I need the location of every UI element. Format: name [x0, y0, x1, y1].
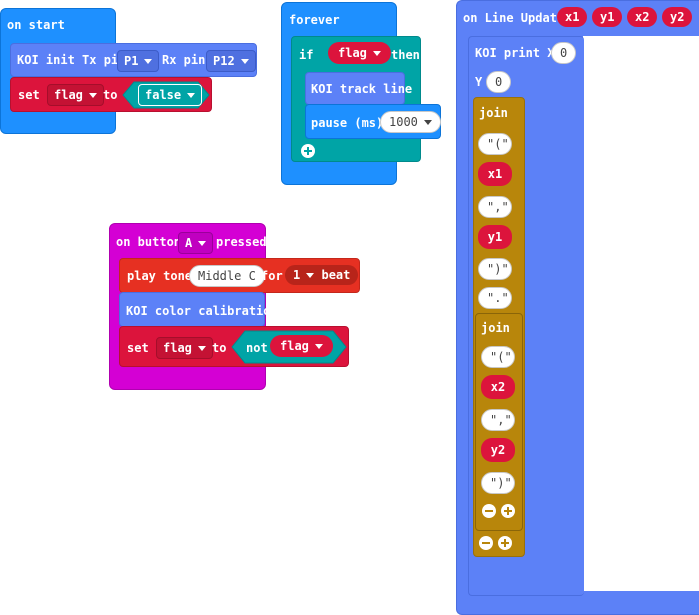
koi-color-calibration-block[interactable]: KOI color calibration: [119, 292, 278, 327]
join-label: join: [479, 106, 508, 120]
koi-init-block[interactable]: KOI init Tx pin P1 Rx pin P12: [10, 43, 257, 77]
on-button-label: on button: [116, 235, 182, 249]
y-label: Y: [475, 75, 483, 89]
chevron-down-icon: [372, 51, 381, 56]
chevron-down-icon: [187, 93, 196, 98]
set-flag-not-block[interactable]: set flag to not flag: [119, 326, 349, 367]
flag-reporter[interactable]: flag: [270, 335, 333, 357]
koi-init-label: KOI init Tx pin: [17, 53, 126, 67]
on-line-update-label: on Line Update: [463, 11, 565, 25]
koi-print-label: KOI print X: [475, 46, 555, 60]
pause-block[interactable]: pause (ms) 1000: [305, 104, 441, 139]
param-y1[interactable]: y1: [592, 7, 623, 27]
add-item-icon[interactable]: [498, 536, 512, 550]
chevron-down-icon: [306, 273, 315, 278]
join-item-x1[interactable]: x1: [478, 162, 512, 186]
join-item-x2[interactable]: x2: [481, 375, 515, 399]
param-x1[interactable]: x1: [557, 7, 588, 27]
koi-track-line-block[interactable]: KOI track line: [305, 72, 412, 105]
pause-label: pause (ms): [311, 116, 384, 130]
join-item-period[interactable]: ".": [478, 287, 512, 309]
pause-ms-dropdown[interactable]: 1000: [380, 111, 441, 133]
set-flag-block[interactable]: set flag to false: [10, 77, 212, 112]
join-item-open-paren[interactable]: "(": [481, 346, 515, 368]
y-value-input[interactable]: 0: [486, 71, 512, 93]
set-label: set: [127, 341, 149, 355]
rx-pin-label: Rx pin: [162, 53, 206, 67]
chevron-down-icon: [198, 241, 207, 246]
add-item-icon[interactable]: [501, 504, 515, 518]
param-x2[interactable]: x2: [627, 7, 658, 27]
chevron-down-icon: [88, 93, 97, 98]
play-tone-block[interactable]: play tone Middle C for 1 beat: [119, 258, 360, 293]
join-item-close-paren[interactable]: ")": [478, 258, 512, 280]
chevron-down-icon: [144, 59, 153, 64]
x-value-input[interactable]: 0: [551, 42, 577, 64]
join-item-comma[interactable]: ",": [481, 409, 515, 431]
chevron-down-icon: [314, 344, 323, 349]
pressed-label: pressed: [216, 235, 267, 249]
add-branch-icon[interactable]: [301, 144, 315, 158]
tx-pin-dropdown[interactable]: P1: [117, 50, 160, 72]
flag-condition[interactable]: flag: [328, 42, 391, 64]
join-inner-block[interactable]: join "(" x2 "," y2 ")": [475, 313, 523, 531]
forever-label: forever: [289, 13, 340, 27]
false-dropdown[interactable]: false: [138, 84, 203, 106]
join-label: join: [481, 321, 510, 335]
note-input[interactable]: Middle C: [189, 265, 265, 287]
join-item-close-paren[interactable]: ")": [481, 472, 515, 494]
calibration-label: KOI color calibration: [126, 304, 278, 318]
track-line-label: KOI track line: [311, 82, 413, 96]
flag-variable-dropdown[interactable]: flag: [47, 84, 104, 106]
button-dropdown[interactable]: A: [178, 232, 214, 254]
chevron-down-icon: [240, 59, 249, 64]
inner-statement-area: [583, 36, 699, 591]
beat-dropdown[interactable]: 1 beat: [285, 265, 359, 285]
chevron-down-icon: [423, 120, 432, 125]
join-item-y1[interactable]: y1: [478, 225, 512, 249]
for-label: for: [261, 269, 283, 283]
param-y2[interactable]: y2: [662, 7, 693, 27]
if-label: if: [299, 48, 314, 62]
remove-item-icon[interactable]: [479, 536, 493, 550]
remove-item-icon[interactable]: [482, 504, 496, 518]
to-label: to: [103, 88, 118, 102]
then-label: then: [391, 48, 420, 62]
not-label: not: [246, 341, 268, 355]
join-item-comma[interactable]: ",": [478, 196, 512, 218]
on-start-label: on start: [7, 18, 65, 32]
set-label: set: [18, 88, 40, 102]
join-item-open-paren[interactable]: "(": [478, 133, 512, 155]
flag-variable-dropdown[interactable]: flag: [156, 337, 213, 359]
rx-pin-dropdown[interactable]: P12: [206, 50, 256, 72]
join-item-y2[interactable]: y2: [481, 438, 515, 462]
chevron-down-icon: [197, 346, 206, 351]
to-label: to: [212, 341, 227, 355]
play-tone-label: play tone: [127, 269, 193, 283]
